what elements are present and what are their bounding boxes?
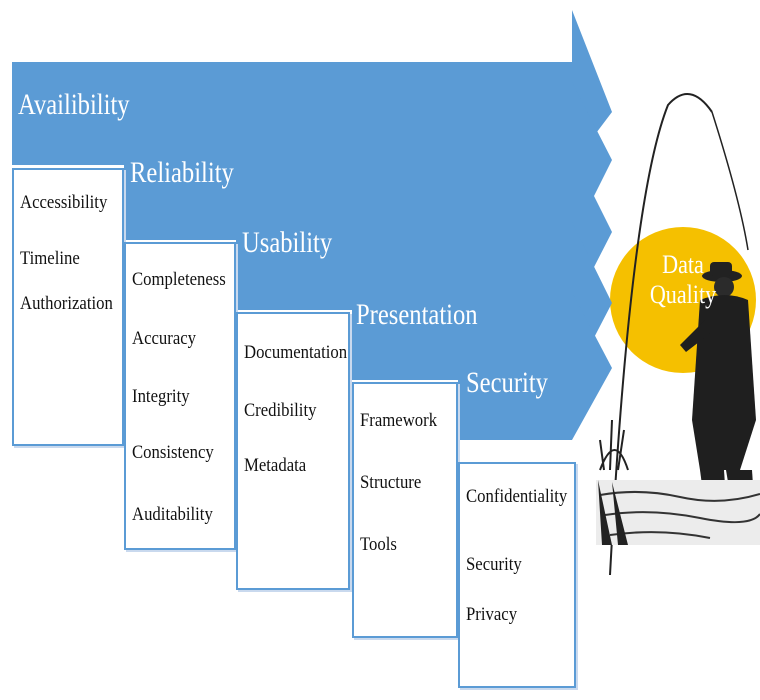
stage-title-usability: Usability [242, 226, 333, 259]
goal-label: Data Quality [646, 250, 719, 310]
criteria-box-presentation: Framework Structure Tools [352, 382, 458, 638]
criteria-item: Credibility [244, 400, 317, 421]
stage-title-security: Security [466, 366, 548, 399]
criteria-item: Metadata [244, 455, 307, 476]
criteria-item: Completeness [132, 269, 226, 290]
arrow-security [458, 292, 612, 440]
criteria-item: Timeline [20, 248, 80, 269]
criteria-item: Authorization [20, 293, 113, 314]
criteria-item: Privacy [466, 604, 518, 625]
stage-title-reliability: Reliability [130, 156, 234, 189]
criteria-box-security: Confidentiality Security Privacy [458, 462, 576, 688]
criteria-item: Framework [360, 410, 438, 431]
fisherman-icon [596, 93, 760, 576]
criteria-item: Confidentiality [466, 486, 568, 507]
goal-label-line2: Quality [649, 279, 717, 309]
goal-label-line1: Data [662, 250, 704, 279]
criteria-item: Documentation [244, 342, 348, 363]
criteria-item: Integrity [132, 386, 190, 407]
criteria-box-usability: Documentation Credibility Metadata [236, 312, 350, 590]
criteria-item: Security [466, 554, 522, 575]
criteria-item: Consistency [132, 442, 214, 463]
criteria-box-availability: Accessibility Timeline Authorization [12, 168, 124, 446]
criteria-item: Accuracy [132, 328, 197, 349]
criteria-item: Auditability [132, 504, 213, 525]
arrows-group [12, 10, 612, 440]
stage-title-presentation: Presentation [356, 298, 478, 331]
criteria-item: Tools [360, 534, 397, 555]
stage-title-availability: Availibility [18, 88, 130, 121]
criteria-item: Accessibility [20, 192, 108, 213]
criteria-box-reliability: Completeness Accuracy Integrity Consiste… [124, 242, 236, 550]
criteria-item: Structure [360, 472, 422, 493]
